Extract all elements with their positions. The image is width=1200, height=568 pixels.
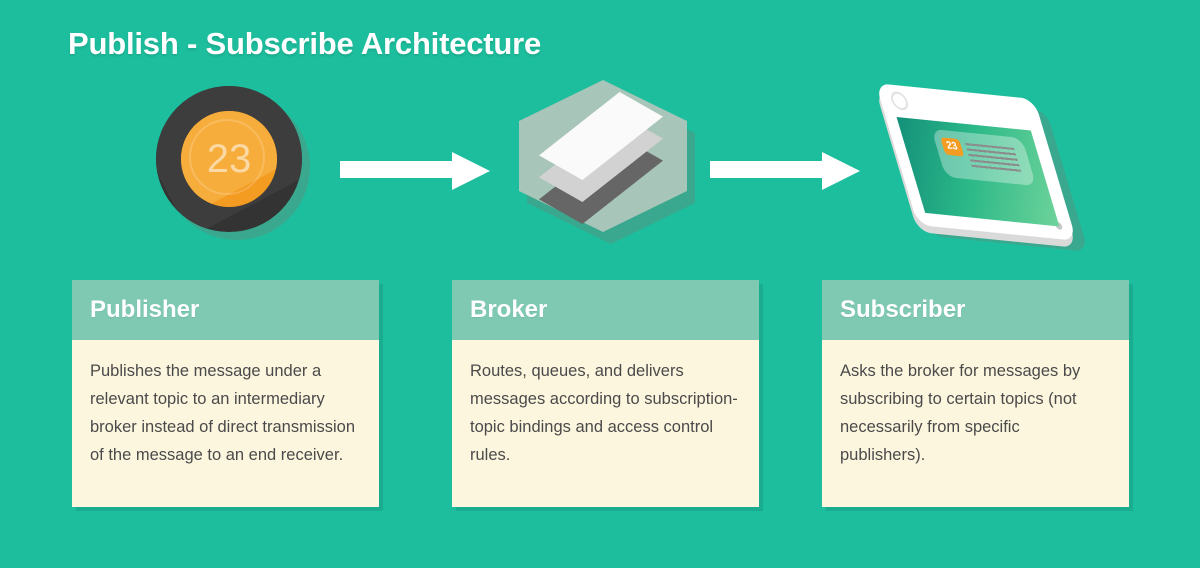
card-publisher: Publisher Publishes the message under a … (72, 280, 379, 507)
card-body-subscriber: Asks the broker for messages by subscrib… (822, 340, 1129, 507)
arrow-right-icon (340, 152, 510, 192)
broker-layers-icon (515, 80, 695, 250)
card-text-publisher: Publishes the message under a relevant t… (90, 362, 356, 464)
arrow-head (822, 152, 860, 190)
card-header-broker: Broker (452, 280, 759, 340)
notification-card: 23 (931, 128, 1037, 187)
card-broker: Broker Routes, queues, and delivers mess… (452, 280, 759, 507)
card-header-publisher: Publisher (72, 280, 379, 340)
card-body-publisher: Publishes the message under a relevant t… (72, 340, 379, 507)
card-text-broker: Routes, queues, and delivers messages ac… (470, 362, 738, 464)
card-header-subscriber: Subscriber (822, 280, 1129, 340)
badge-count-label: 23 (206, 137, 252, 181)
badge-inner-ring (189, 119, 265, 195)
arrow-shaft (710, 161, 830, 178)
card-title-broker: Broker (470, 296, 548, 323)
notification-text-lines (964, 142, 1022, 175)
publisher-badge-icon: 23 (150, 80, 310, 250)
subscriber-phone-icon: 23 (875, 80, 1090, 252)
card-title-publisher: Publisher (90, 296, 200, 323)
card-subscriber: Subscriber Asks the broker for messages … (822, 280, 1129, 507)
page-title: Publish - Subscribe Architecture (68, 26, 542, 61)
arrow-right-icon (710, 152, 878, 192)
phone-screen: 23 (896, 116, 1060, 227)
notification-badge: 23 (940, 137, 965, 157)
arrow-shaft (340, 161, 460, 178)
arrow-head (452, 152, 490, 190)
card-text-subscriber: Asks the broker for messages by subscrib… (840, 362, 1081, 464)
phone-home-button-icon (888, 90, 911, 111)
card-title-subscriber: Subscriber (840, 296, 966, 323)
phone-body: 23 (875, 83, 1077, 241)
card-body-broker: Routes, queues, and delivers messages ac… (452, 340, 759, 507)
